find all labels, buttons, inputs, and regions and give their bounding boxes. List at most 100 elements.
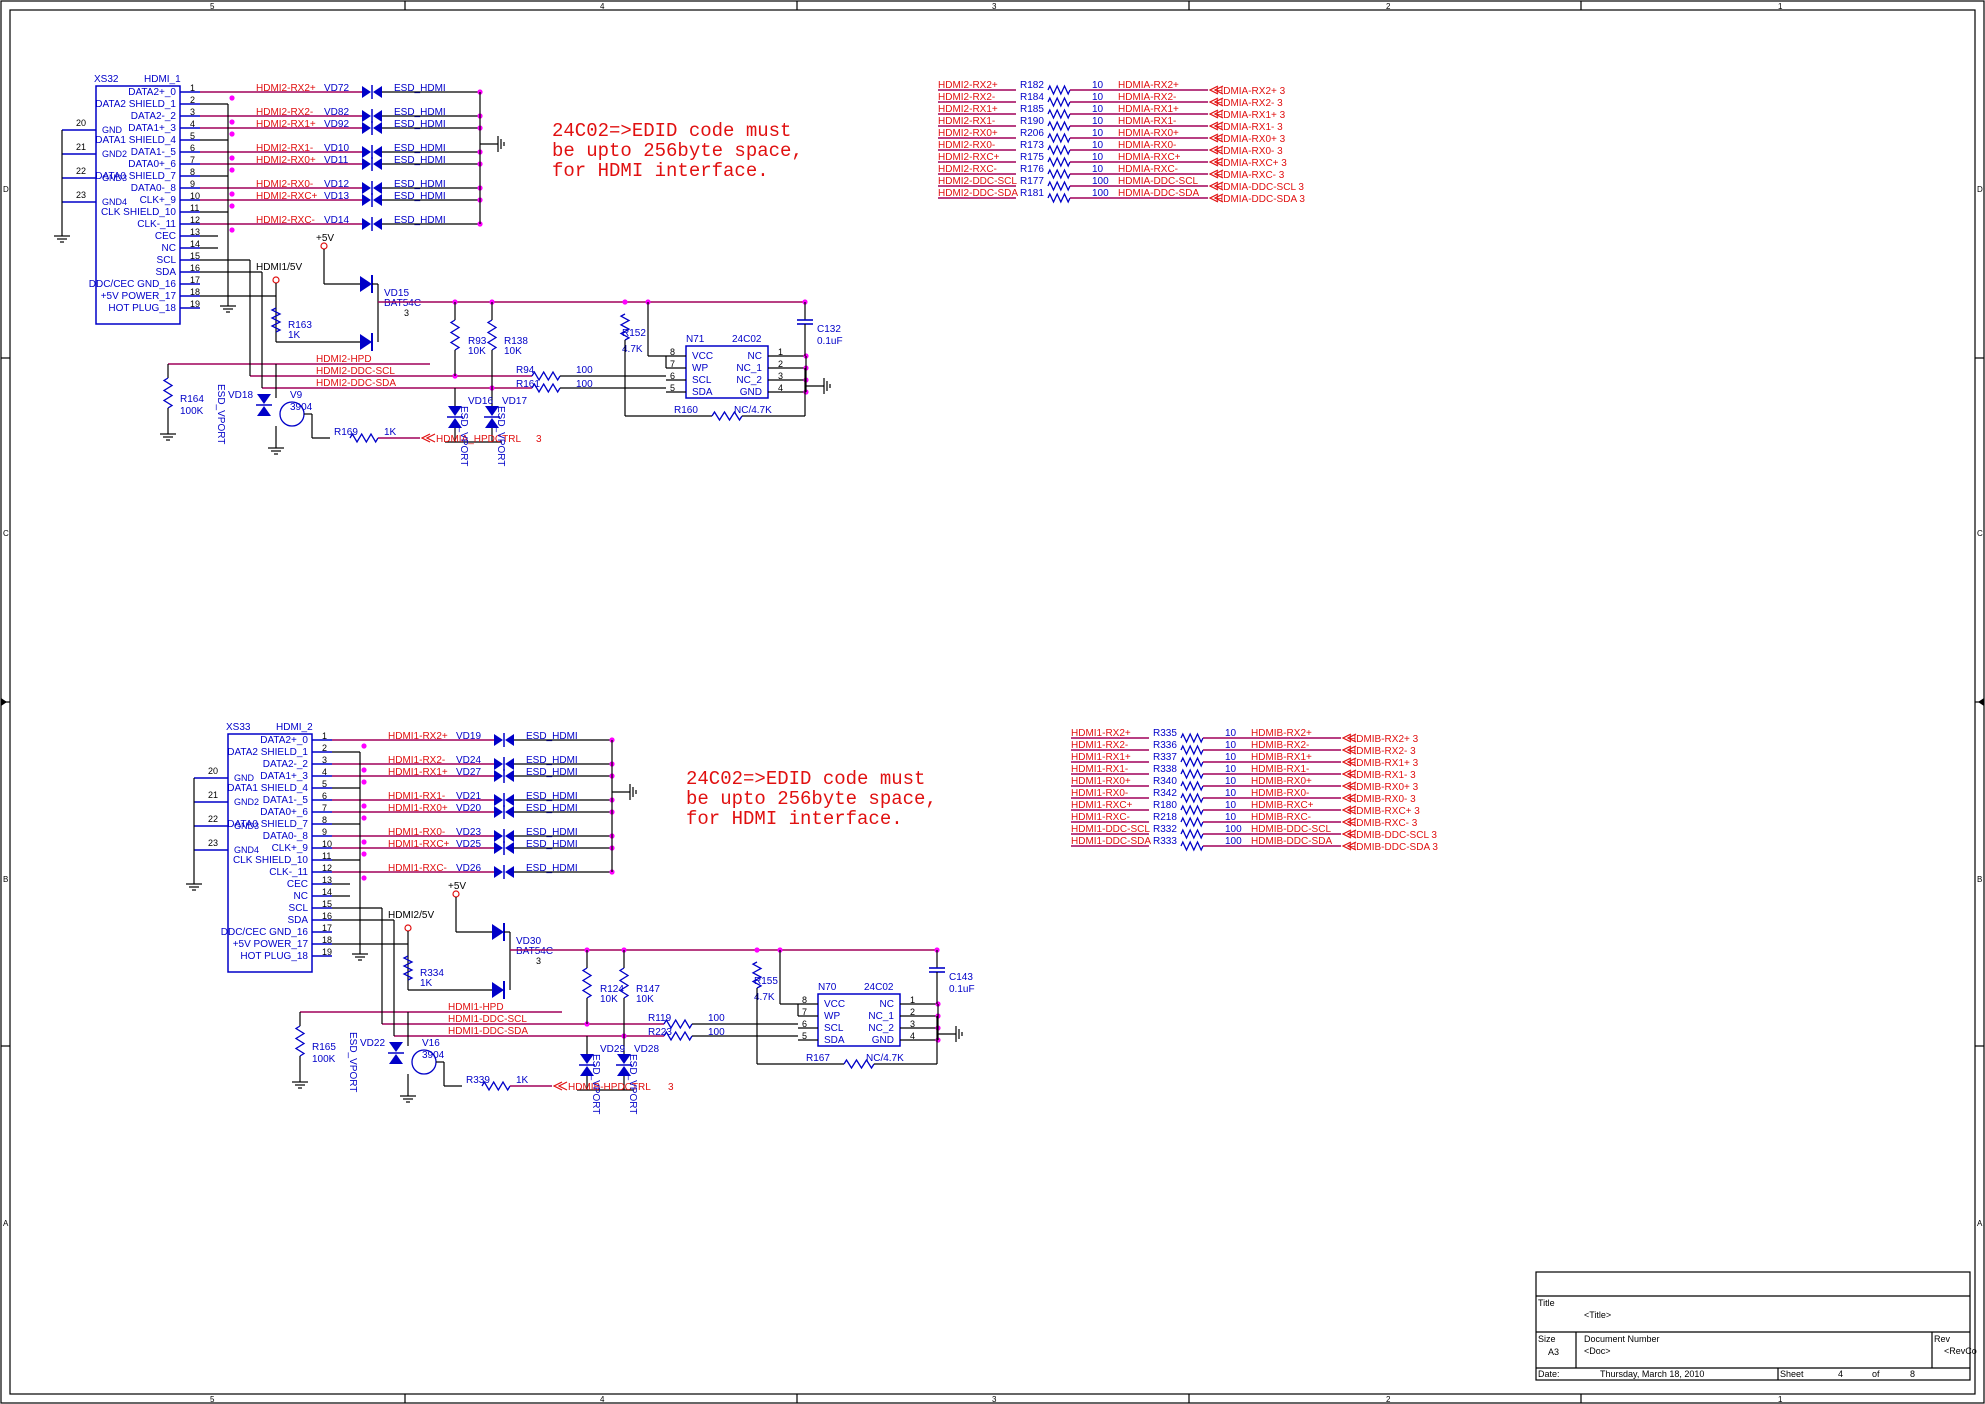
edid-note-2: 24C02=>EDID code must be upto 256byte sp… — [686, 768, 937, 830]
net-label: HDMIA-RXC- — [1118, 164, 1178, 175]
connector-pin-label: HOT PLUG_18 — [240, 951, 308, 962]
signal-label: HDMI1-RX2- — [388, 755, 445, 766]
resistor-ref: R180 — [1153, 800, 1177, 811]
port-label: HDMIB-RX0- 3 — [1349, 794, 1416, 805]
esd-diode-icon — [362, 145, 382, 159]
net-label: HDMIA-RX1- — [1118, 116, 1176, 127]
connector-pin-label: DATA2+_0 — [128, 87, 176, 98]
connector-name: HDMI_2 — [276, 722, 313, 733]
diode-shape — [373, 122, 382, 134]
port-label: HDMIB-HPDCTRL — [568, 1082, 651, 1093]
note-line: be upto 256byte space, — [686, 788, 937, 810]
esd-ref: VD23 — [456, 827, 481, 838]
connector-pin-label: DDC/CEC GND_16 — [89, 279, 177, 290]
port-label: HDMIA-DDC-SCL 3 — [1216, 182, 1304, 193]
arrow-marker-icon — [1, 698, 7, 706]
port-label: HDMIB-RX0+ 3 — [1349, 782, 1419, 793]
diode-shape — [257, 406, 271, 416]
net-label: HDMI1-DDC-SDA — [448, 1026, 528, 1037]
net-label: HDMIB-DDC-SDA — [1251, 836, 1332, 847]
pin-number: 19 — [190, 299, 200, 309]
signal-label: HDMI1-RX0- — [388, 827, 445, 838]
row-label: D — [1977, 185, 1983, 194]
gnd-pin-label: GND4 — [234, 845, 259, 855]
port-chevron — [1213, 109, 1224, 119]
connector-pin-label: DATA1+_3 — [128, 123, 176, 134]
esd-label: ESD_HDMI — [526, 767, 578, 778]
resistor-value: 100K — [312, 1054, 336, 1065]
pin-number: 21 — [208, 790, 218, 800]
esd-vport-label: ESD_VPORT — [627, 1054, 638, 1114]
eeprom-part: 24C02 — [864, 982, 894, 993]
diode-shape — [448, 406, 462, 416]
resistor-value: 10 — [1092, 140, 1104, 151]
transistor-ref: V16 — [422, 1038, 440, 1049]
net-label: HDMI2-RXC+ — [938, 152, 1000, 163]
port-arrow-icon — [552, 1081, 568, 1091]
note-line: be upto 256byte space, — [552, 140, 803, 162]
junction-dot — [361, 779, 367, 785]
resistor-value: 100 — [1225, 824, 1242, 835]
diode-icon — [360, 275, 373, 293]
esd-ref: VD10 — [324, 143, 349, 154]
port-label: HDMIA_HPDCTRL — [436, 434, 521, 445]
diode-shape — [494, 866, 503, 878]
pin-number: 4 — [778, 383, 783, 393]
resistor-icon — [1180, 732, 1204, 744]
hdmi-connector-body — [95, 85, 181, 325]
eeprom-pin-label: VCC — [824, 999, 845, 1010]
connector-pin-label: DATA1 SHIELD_4 — [95, 135, 176, 146]
diode-shape — [448, 418, 462, 428]
title-label: Title — [1538, 1298, 1555, 1308]
signal-label: HDMI2-RXC- — [256, 215, 315, 226]
esd-label: ESD_HDMI — [394, 83, 446, 94]
diode-shape — [362, 182, 371, 194]
port-chevron — [1208, 97, 1219, 107]
diode-shape — [389, 1042, 403, 1052]
port-chevron — [1341, 733, 1352, 743]
connector-pin-label: DATA0-_8 — [263, 831, 309, 842]
resistor-ref: R138 — [504, 336, 528, 347]
port-label: HDMIB-DDC-SDA 3 — [1349, 842, 1438, 853]
diode-shape — [373, 182, 382, 194]
junction-dot — [229, 203, 235, 209]
eeprom-ref: N70 — [818, 982, 837, 993]
resistor-icon — [1047, 132, 1071, 144]
port-chevron — [1208, 193, 1219, 203]
sheet-value: 4 — [1838, 1369, 1843, 1379]
port-chevron — [557, 1081, 568, 1091]
pin-number: 3 — [536, 956, 541, 966]
eeprom-pin-label: NC — [880, 999, 894, 1010]
pin-number: 20 — [76, 118, 86, 128]
port-sheet-ref: 3 — [668, 1082, 674, 1093]
net-label: HDMIB-RX1+ — [1251, 752, 1312, 763]
resistor-value: 100 — [708, 1013, 725, 1024]
port-chevron — [1208, 85, 1219, 95]
esd-ref: VD13 — [324, 191, 349, 202]
signal-label: HDMI2-RX2+ — [256, 83, 316, 94]
connector-pin-label: CEC — [155, 231, 176, 242]
port-arrow-icon — [1208, 145, 1224, 155]
edid-note-1: 24C02=>EDID code must be upto 256byte sp… — [552, 120, 803, 182]
power-label: +5V — [316, 233, 334, 244]
esd-label: ESD_HDMI — [394, 191, 446, 202]
connector-pin-label: SDA — [287, 915, 308, 926]
pin-number: 1 — [322, 731, 327, 741]
resistor-value: 100 — [1225, 836, 1242, 847]
port-arrow-icon — [1208, 181, 1224, 191]
net-label: HDMI2-RX0- — [938, 140, 995, 151]
esd-label: ESD_HDMI — [394, 107, 446, 118]
net-label: HDMI2-DDC-SCL — [316, 366, 395, 377]
diode-shape — [360, 334, 372, 350]
diode-shape — [617, 1066, 631, 1076]
signal-label: HDMI1-RX2+ — [388, 731, 448, 742]
esd-vport-icon — [579, 1054, 595, 1076]
connector-pin-label: CLK SHIELD_10 — [101, 207, 176, 218]
resistor-value: 100K — [180, 406, 204, 417]
port-label: HDMIB-DDC-SCL 3 — [1349, 830, 1437, 841]
port-label: HDMIA-RXC- 3 — [1216, 170, 1285, 181]
gnd-pin-label: GND3 — [102, 173, 127, 183]
esd-label: ESD_HDMI — [526, 839, 578, 850]
port-chevron — [552, 1081, 563, 1091]
connector-pin-label: +5V POWER_17 — [101, 291, 177, 302]
